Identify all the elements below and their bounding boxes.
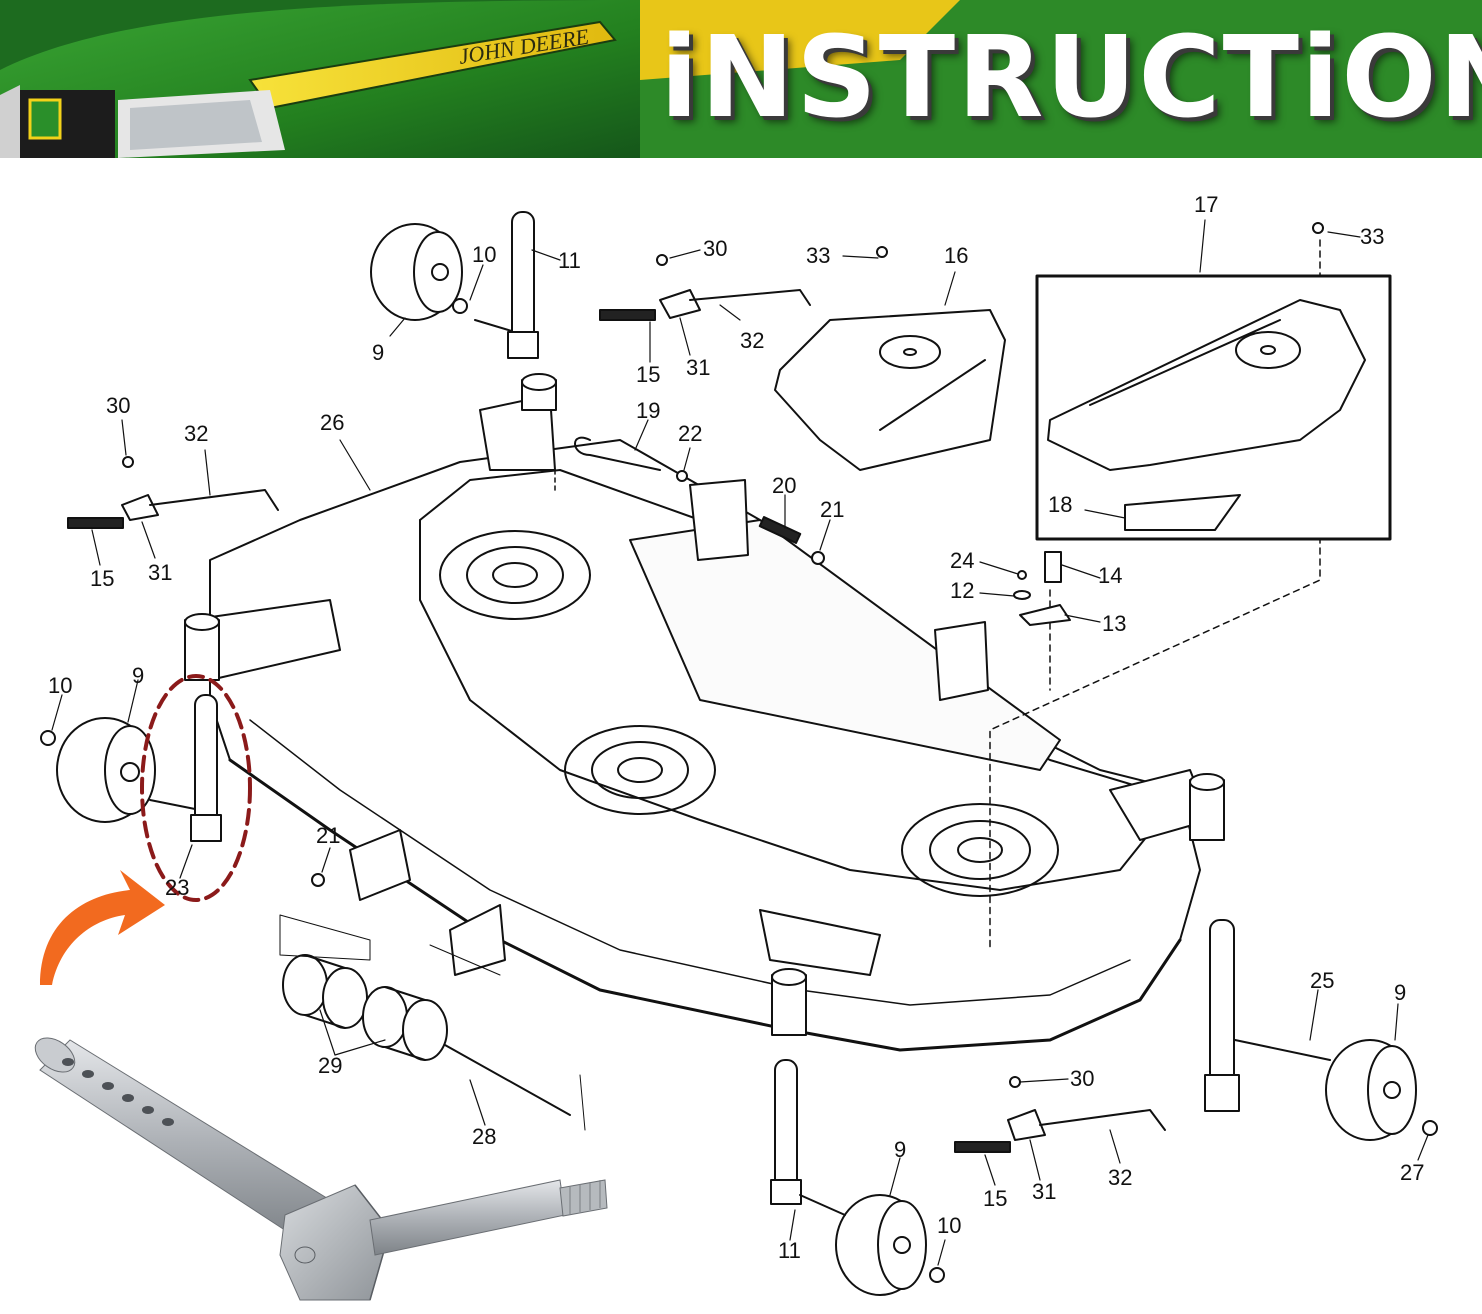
mower-deck-exploded-diagram: 9 10 11 30 32 15 31 33 16 17 33 18 30 32… xyxy=(34,192,1438,1301)
callout-11: 11 xyxy=(558,248,581,273)
mower-hood-photo: JOHN DEERE xyxy=(0,0,1482,158)
gauge-wheel-right xyxy=(1325,1039,1417,1141)
callout-33: 33 xyxy=(806,243,830,268)
callout-32: 32 xyxy=(1108,1165,1132,1190)
callout-29: 29 xyxy=(318,1053,342,1078)
callout-15: 15 xyxy=(636,362,660,387)
callout-10: 10 xyxy=(48,673,72,698)
callout-14: 14 xyxy=(1098,563,1122,588)
callout-27: 27 xyxy=(1400,1160,1424,1185)
anti-scalp-rollers xyxy=(279,914,586,1131)
pivot-post-deck xyxy=(184,373,1225,1036)
mandrel-cover xyxy=(774,309,1006,471)
callout-13: 13 xyxy=(1102,611,1126,636)
wheel-post-top xyxy=(507,211,539,359)
callout-30: 30 xyxy=(1070,1066,1094,1091)
gauge-wheel-top xyxy=(370,223,516,333)
spring-rod-left xyxy=(67,456,279,529)
callout-24: 24 xyxy=(950,548,974,573)
callout-19: 19 xyxy=(636,398,660,423)
leader-lines xyxy=(51,219,1429,1266)
pointer-arrow xyxy=(40,870,165,985)
callout-18: 18 xyxy=(1048,492,1072,517)
callout-labels: 9 10 11 30 32 15 31 33 16 17 33 18 30 32… xyxy=(48,192,1424,1263)
u-bolt-and-spring xyxy=(574,436,825,565)
callout-32: 32 xyxy=(184,421,208,446)
gauge-wheel-left xyxy=(56,717,201,823)
callout-30: 30 xyxy=(703,236,727,261)
inset-cover-box xyxy=(1035,274,1392,541)
callout-23: 23 xyxy=(165,875,189,900)
callout-32: 32 xyxy=(740,328,764,353)
decal xyxy=(1124,494,1241,531)
callout-17: 17 xyxy=(1194,192,1218,217)
callout-9: 9 xyxy=(132,663,144,688)
callout-9: 9 xyxy=(894,1137,906,1162)
callout-21: 21 xyxy=(316,823,340,848)
callout-12: 12 xyxy=(950,578,974,603)
callout-26: 26 xyxy=(320,410,344,435)
callout-20: 20 xyxy=(772,473,796,498)
callout-10: 10 xyxy=(937,1213,961,1238)
callout-9: 9 xyxy=(372,340,384,365)
wheel-post-bottom xyxy=(770,1059,846,1216)
callout-22: 22 xyxy=(678,421,702,446)
highlight-circle xyxy=(140,674,252,902)
callout-10: 10 xyxy=(472,242,496,267)
wheel-post-left xyxy=(190,694,222,842)
callout-31: 31 xyxy=(1032,1179,1056,1204)
callout-28: 28 xyxy=(472,1124,496,1149)
callout-25: 25 xyxy=(1310,968,1334,993)
callout-33: 33 xyxy=(1360,224,1384,249)
header-banner: JOHN DEERE iNSTRUCTiON xyxy=(0,0,1482,158)
callout-15: 15 xyxy=(90,566,114,591)
axle-part-photo xyxy=(34,1037,608,1301)
wheel-post-right xyxy=(1204,919,1331,1112)
idler-assembly xyxy=(1013,551,1071,626)
spring-rod-top xyxy=(599,254,811,321)
callout-15: 15 xyxy=(983,1186,1007,1211)
callout-11: 11 xyxy=(778,1238,801,1263)
callout-21: 21 xyxy=(820,497,844,522)
page-title: iNSTRUCTiON xyxy=(660,13,1482,143)
callout-30: 30 xyxy=(106,393,130,418)
gauge-wheel-bottom xyxy=(835,1194,927,1296)
callout-31: 31 xyxy=(148,560,172,585)
mower-deck-shell xyxy=(189,239,1321,1052)
callout-31: 31 xyxy=(686,355,710,380)
callout-9: 9 xyxy=(1394,980,1406,1005)
callout-16: 16 xyxy=(944,243,968,268)
hardware-nuts xyxy=(40,222,1438,1283)
spring-rod-bottom xyxy=(954,1076,1166,1153)
